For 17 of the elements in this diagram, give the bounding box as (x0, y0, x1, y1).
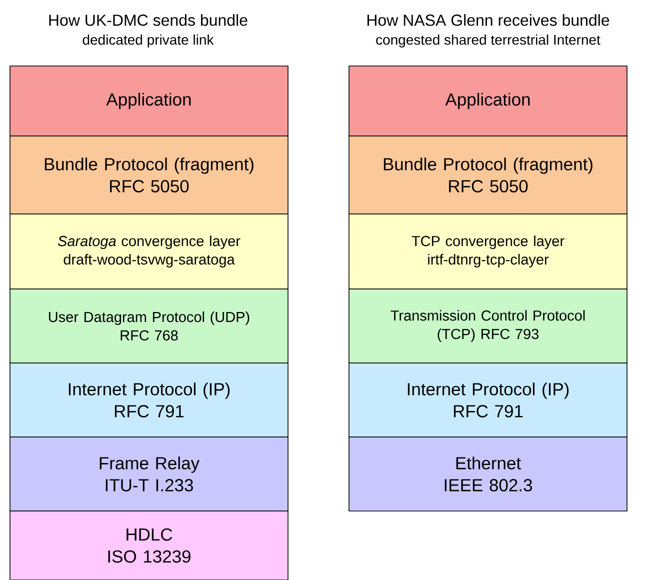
protocol-layer-box: Internet Protocol (IP) RFC 791 (348, 362, 628, 438)
protocol-layer-box: Transmission Control Protocol (TCP) RFC 793 (348, 288, 628, 364)
protocol-layer-box: HDLC ISO 13239 (10, 510, 288, 580)
protocol-layer-box: User Datagram Protocol (UDP) RFC 768 (10, 288, 288, 364)
protocol-layer-box: Bundle Protocol (fragment) RFC 5050 (348, 136, 628, 214)
stack-heading: How UK-DMC sends bundle (49, 14, 248, 26)
protocol-layer-box: Internet Protocol (IP) RFC 791 (10, 362, 288, 438)
stack-subheading: dedicated private link (82, 34, 214, 48)
protocol-layer-box: Frame Relay ITU-T I.233 (10, 436, 288, 512)
protocol-layer-box: Saratoga convergence layer draft-wood-tsvwg-saratoga (10, 214, 288, 290)
stack-heading: How NASA Glenn receives bundle (367, 14, 610, 26)
protocol-layer-box: Application (10, 66, 288, 136)
protocol-layer-box: Bundle Protocol (fragment) RFC 5050 (10, 136, 288, 214)
protocol-layer-box: Application (348, 66, 628, 136)
protocol-layer-box: Ethernet IEEE 802.3 (348, 436, 628, 512)
stack-subheading: congested shared terrestrial Internet (376, 34, 600, 48)
protocol-layer-box: TCP convergence layer irtf-dtnrg-tcp-clayer (348, 214, 628, 290)
